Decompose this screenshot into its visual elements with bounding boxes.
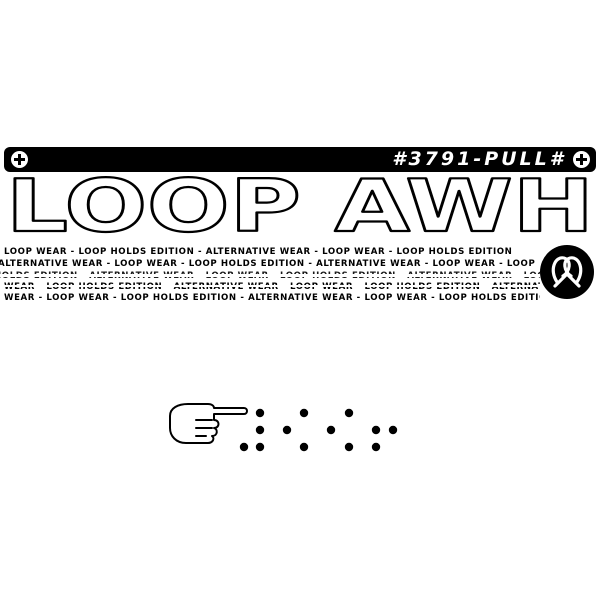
braille-dot [344,408,354,418]
wordmark: LOOP AWH [5,176,595,236]
tagline-row: WEAR - LOOP HOLDS EDITION - ALTERNATIVE … [4,282,540,292]
tagline-block: LOOP WEAR - LOOP HOLDS EDITION - ALTERNA… [0,247,540,301]
braille-dot [344,442,354,452]
braille-dot [299,442,309,452]
braille-dot [326,425,336,435]
tagline-row: LOOP WEAR - LOOP HOLDS EDITION - ALTERNA… [4,247,513,257]
pointing-hand-icon [169,403,248,444]
wordmark-text: LOOP AWH [6,176,594,236]
tag-code: #3791-PULL# [392,148,566,170]
tag-bar: #3791-PULL# [4,147,596,172]
plus-circle-icon [11,151,28,168]
glitch-line [0,285,540,287]
braille-dot [371,425,381,435]
braille-dot [388,425,398,435]
braille-dot [299,408,309,418]
tagline-row: ALTERNATIVE WEAR - LOOP WEAR - LOOP HOLD… [0,259,536,269]
plus-circle-icon [573,151,590,168]
braille-dot [255,408,265,418]
braille-dot [371,442,381,452]
loop-knot-icon [540,245,594,299]
braille-dot [239,442,249,452]
glitch-line [0,274,540,277]
tagline-row: WEAR - LOOP WEAR - LOOP HOLDS EDITION - … [4,293,540,301]
braille-dot [255,442,265,452]
braille-dot [255,425,265,435]
braille-dots [239,408,398,452]
braille-dot [282,425,292,435]
